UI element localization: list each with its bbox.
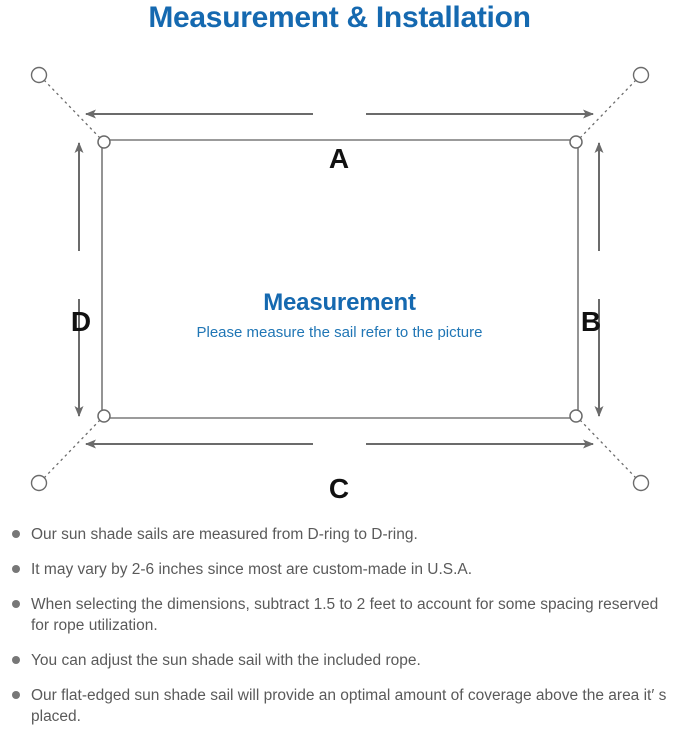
d-ring-top-left	[97, 135, 111, 149]
list-item-text: When selecting the dimensions, subtract …	[31, 596, 659, 634]
list-item: When selecting the dimensions, subtract …	[0, 594, 679, 636]
dimension-label-a: A	[328, 143, 350, 174]
d-ring-top-right	[569, 135, 583, 149]
measurement-heading: Measurement	[263, 289, 416, 316]
d-ring-bottom-right	[569, 409, 583, 423]
dimension-label-b: B	[580, 306, 602, 337]
bullet-icon	[12, 691, 20, 699]
page-title: Measurement & Installation	[148, 1, 531, 34]
list-item: It may vary by 2-6 inches since most are…	[0, 559, 679, 580]
list-item: Our flat-edged sun shade sail will provi…	[0, 685, 679, 727]
sail-panel	[101, 139, 579, 419]
list-item-text: You can adjust the sun shade sail with t…	[31, 652, 421, 669]
list-item-text: Our sun shade sails are measured from D-…	[31, 526, 418, 543]
bullet-icon	[12, 656, 20, 664]
bullet-icon	[12, 530, 20, 538]
diagram-svg	[30, 66, 650, 492]
dimension-label-c: C	[328, 473, 350, 504]
anchor-ring-bottom-right	[632, 474, 650, 492]
rope-top-left	[43, 79, 101, 139]
anchor-ring-bottom-left	[30, 474, 48, 492]
list-item-text: Our flat-edged sun shade sail will provi…	[31, 687, 667, 725]
rope-bottom-right	[579, 419, 637, 479]
bullet-icon	[12, 600, 20, 608]
sun-shade-sail-measurement-diagram: Measurement Please measure the sail refe…	[0, 46, 679, 516]
d-ring-bottom-left	[97, 409, 111, 423]
list-item: You can adjust the sun shade sail with t…	[0, 650, 679, 671]
list-item: Our sun shade sails are measured from D-…	[0, 524, 679, 545]
bullet-icon	[12, 565, 20, 573]
anchor-ring-top-right	[632, 66, 650, 84]
rope-top-right	[579, 79, 637, 139]
notes-list: Our sun shade sails are measured from D-…	[0, 524, 679, 741]
anchor-ring-top-left	[30, 66, 48, 84]
rope-bottom-left	[43, 419, 101, 479]
list-item-text: It may vary by 2-6 inches since most are…	[31, 561, 473, 578]
dimension-label-d: D	[70, 306, 92, 337]
measurement-subheading: Please measure the sail refer to the pic…	[196, 324, 483, 341]
